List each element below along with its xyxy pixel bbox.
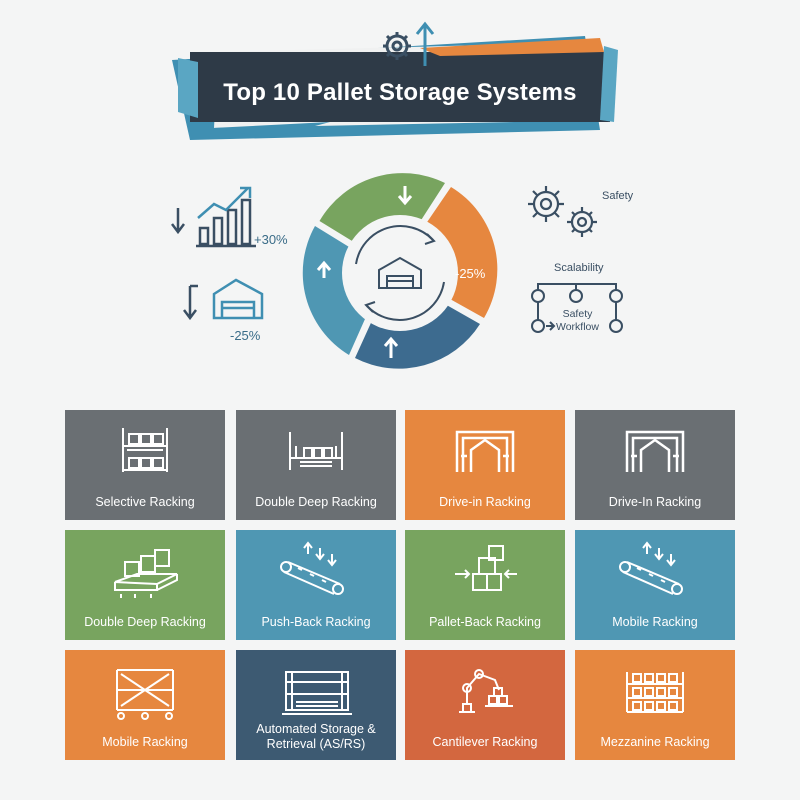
storage-system-tile: Double Deep Racking — [65, 530, 225, 640]
scalability-label: Scalability — [554, 262, 604, 274]
tile-label: Double Deep Racking — [255, 495, 377, 509]
tile-label: Push-Back Racking — [261, 615, 371, 629]
storage-system-tile: Pallet-Back Racking — [405, 530, 565, 640]
tile-label: Cantilever Racking — [432, 735, 538, 749]
conveyor-icon — [619, 541, 683, 595]
ring-percent: -25% — [455, 266, 486, 281]
tile-label: Drive-in Racking — [439, 495, 531, 509]
robot-arm-icon — [459, 669, 513, 713]
asrs-icon — [282, 671, 352, 715]
page-title: Top 10 Pallet Storage Systems — [223, 79, 577, 106]
growth-percent: +30% — [254, 232, 288, 247]
workflow-label: Safety Workflow — [556, 308, 599, 333]
storage-system-tile: Selective Racking — [65, 410, 225, 520]
tile-label: Mezzanine Racking — [600, 735, 710, 749]
pallet-boxes-icon — [114, 549, 178, 598]
mezzanine-rack-icon — [626, 672, 684, 713]
boxes-arrows-icon — [455, 545, 517, 591]
storage-system-tile: Mobile Racking — [575, 530, 735, 640]
gears-icon — [528, 186, 597, 237]
ring-segment-blue — [302, 226, 369, 355]
ring-segment-navy — [355, 299, 480, 369]
warehouse-reduction-icon — [183, 278, 264, 321]
ring-segment-orange — [421, 187, 498, 318]
storage-system-tile: Automated Storage & Retrieval (AS/RS) — [236, 650, 396, 760]
storage-system-tile: Drive-in Racking — [405, 410, 565, 520]
tile-label: Double Deep Racking — [84, 615, 206, 629]
storage-system-tile: Mobile Racking — [65, 650, 225, 760]
tile-label: Mobile Racking — [102, 735, 188, 749]
header-banner — [172, 36, 618, 140]
tile-label: Pallet-Back Racking — [429, 615, 541, 629]
storage-system-tile: Push-Back Racking — [236, 530, 396, 640]
drive-in-arch-icon — [625, 430, 685, 472]
storage-system-tile: Drive-In Racking — [575, 410, 735, 520]
tile-label: Selective Racking — [95, 495, 195, 509]
tile-label: Drive-In Racking — [608, 495, 702, 509]
safety-label: Safety — [602, 190, 634, 202]
double-deep-rack-icon — [289, 432, 343, 470]
workflow-tree-icon — [531, 283, 623, 333]
storage-system-tile: Mezzanine Racking — [575, 650, 735, 760]
storage-system-tile: Cantilever Racking — [405, 650, 565, 760]
conveyor-icon — [280, 541, 344, 595]
growth-chart-icon — [171, 186, 256, 248]
gear-growth-icon — [383, 21, 435, 66]
cycle-ring — [302, 173, 498, 369]
mobile-rack-icon — [116, 669, 174, 720]
space-reduction-percent: -25% — [230, 328, 261, 343]
tile-label: Mobile Racking — [612, 615, 698, 629]
selective-rack-icon — [122, 428, 168, 472]
drive-in-arch-icon — [455, 430, 515, 472]
storage-system-tile: Double Deep Racking — [236, 410, 396, 520]
tile-label: Automated Storage & Retrieval (AS/RS) — [256, 722, 376, 751]
